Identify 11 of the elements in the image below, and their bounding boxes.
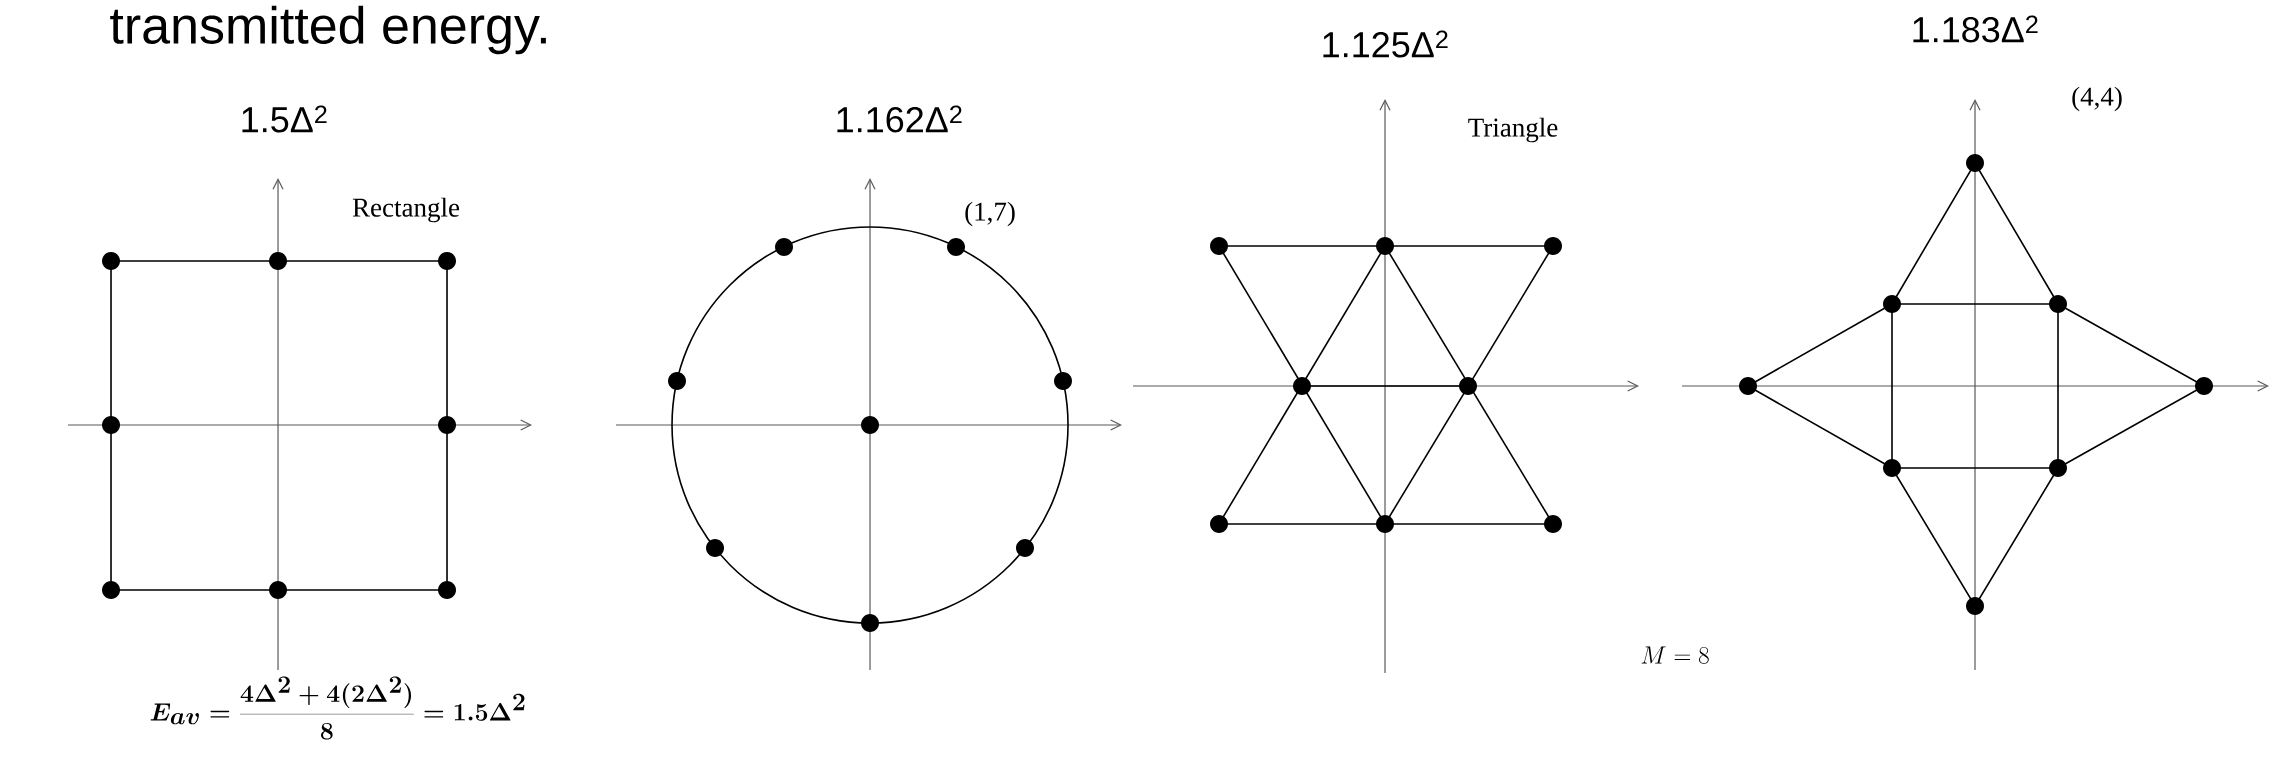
constellation-label: (1,7) [965,201,1015,227]
constellation-label: Rectangle [352,197,460,223]
constellation-label: (4,4) [2072,86,2122,112]
formula: $E_{av}=\frac{4\Delta^{2}+4(2\Delta^{2})}{8}=1.5\Delta^{2}$ [150,676,525,740]
heading-text: transmitted energy. [110,5,546,55]
energy-label: 1.125Δ$^{2}$ [1323,30,1448,58]
energy-label: 1.183Δ$^{2}$ [1913,15,2038,43]
constellation-label: Triangle [1468,117,1558,143]
energy-label: 1.5Δ$^{2}$ [242,105,327,133]
formula: $M=8$ [1641,646,1709,664]
energy-label: 1.162Δ$^{2}$ [837,105,962,133]
